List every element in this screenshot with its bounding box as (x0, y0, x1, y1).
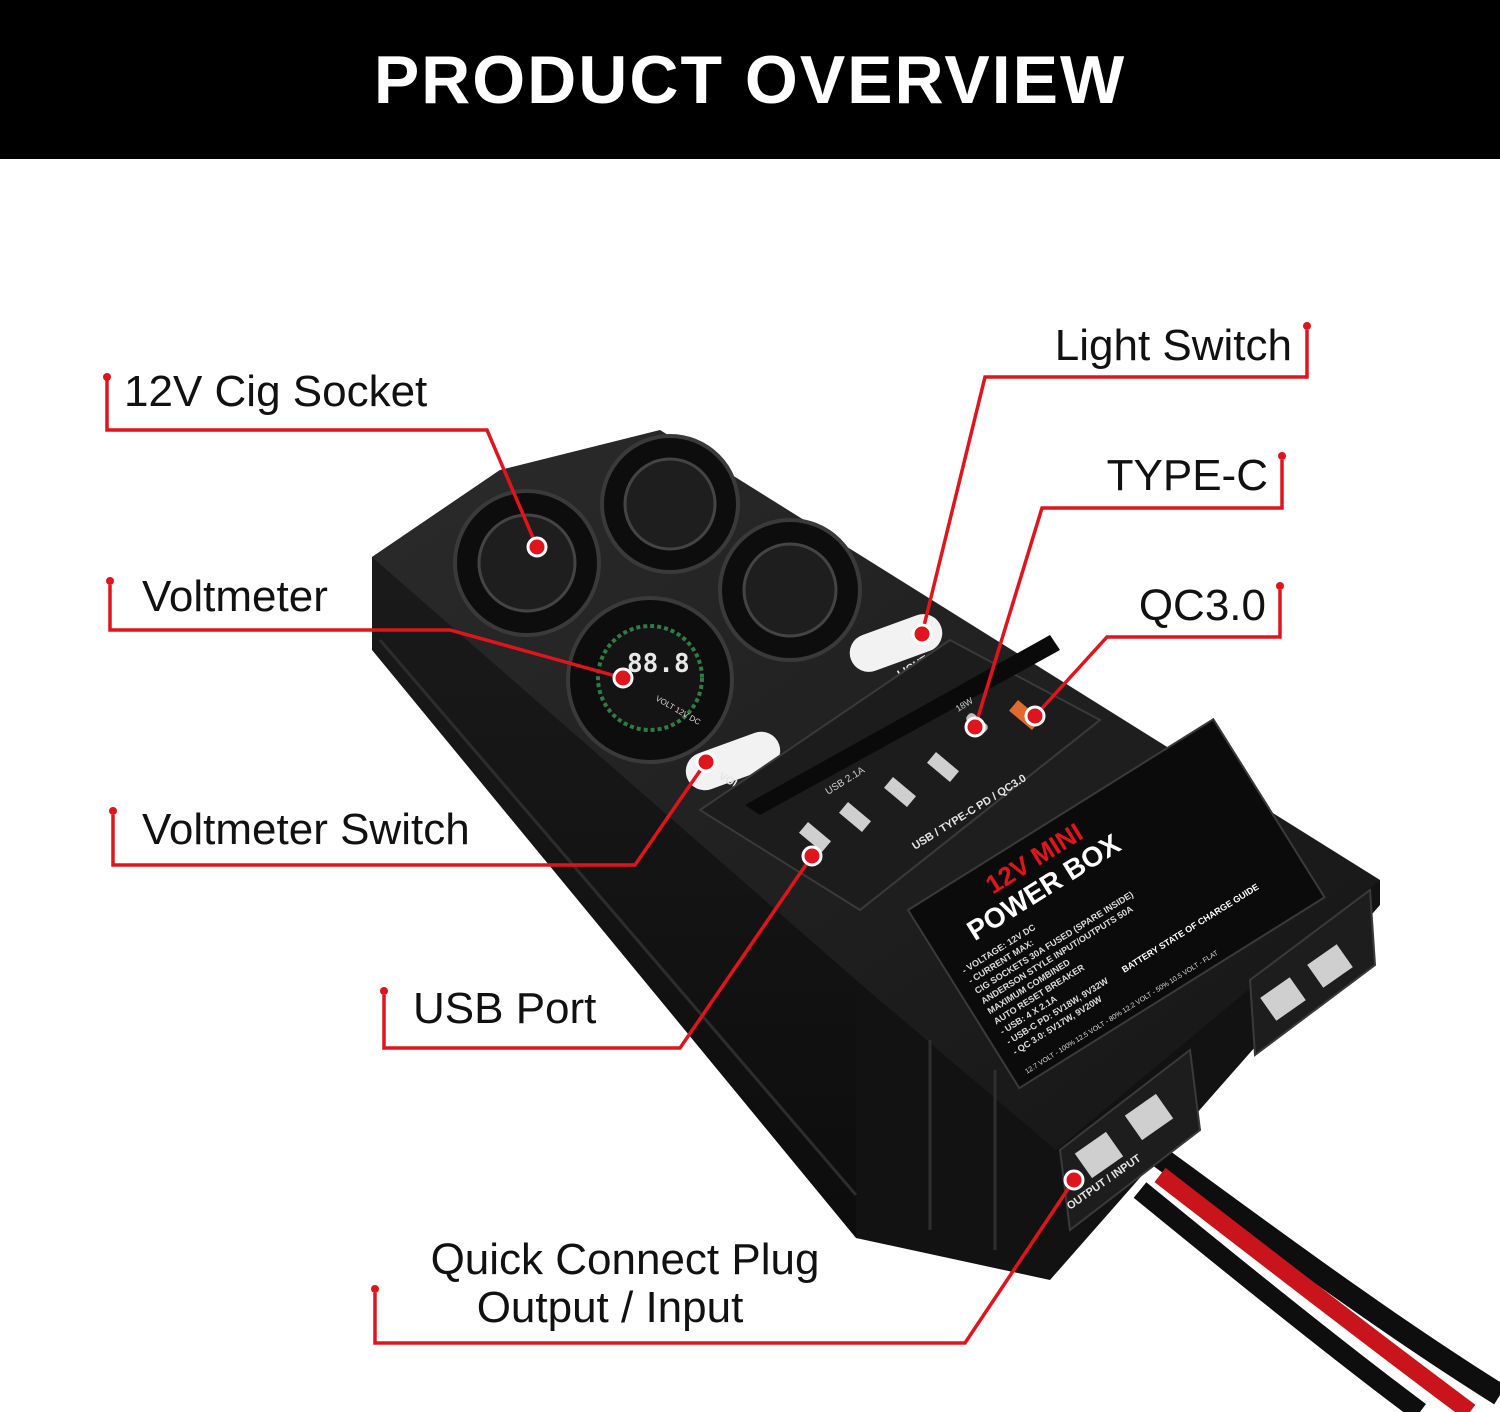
leader-usb-port (382, 855, 814, 1050)
callout-dots (103, 322, 1311, 1293)
leader-voltmeter-switch (111, 761, 708, 867)
leader-type-c (973, 460, 1284, 728)
callout-quick-connect-line2: Output / Input (476, 1283, 744, 1332)
callout-type-c: TYPE-C (1106, 451, 1268, 500)
power-cable (1133, 1141, 1500, 1412)
callout-quick-connect-line1: Quick Connect Plug (430, 1235, 820, 1284)
usb-port[interactable] (927, 751, 959, 783)
cig-socket-1 (453, 489, 601, 637)
page-title: PRODUCT OVERVIEW (373, 41, 1127, 118)
cig-socket-2 (600, 434, 740, 574)
voltmeter-gauge: 88.8 VOLT 12V DC (566, 596, 734, 764)
product-label: 12V MINI POWER BOX - VOLTAGE: 12V DC - C… (906, 717, 1326, 1090)
leader-quick-connect (373, 1179, 1076, 1345)
usb-port[interactable] (799, 821, 831, 853)
voltmeter-display: 88.8 (627, 649, 690, 679)
usb-port[interactable] (839, 801, 871, 833)
callout-qc30: QC3.0 (1138, 581, 1266, 630)
callout-voltmeter: Voltmeter (142, 572, 328, 621)
cig-socket-3 (718, 518, 862, 662)
usb-port[interactable] (884, 776, 916, 808)
leader-qc30 (1033, 590, 1282, 718)
leader-cig-socket (105, 380, 539, 548)
callout-cig-socket: 12V Cig Socket (124, 367, 428, 416)
callout-leaders (105, 330, 1309, 1345)
anderson-connector-output-input[interactable] (1248, 888, 1377, 1057)
header-banner: PRODUCT OVERVIEW (0, 0, 1500, 159)
leader-light-switch (920, 330, 1309, 635)
callout-light-switch: Light Switch (1054, 321, 1292, 370)
target-markers (526, 536, 1085, 1191)
leader-voltmeter (108, 585, 624, 680)
callout-usb-port: USB Port (413, 984, 597, 1033)
callout-voltmeter-switch: Voltmeter Switch (142, 805, 470, 854)
callout-quick-connect: Quick Connect Plug Output / Input (405, 1236, 845, 1332)
